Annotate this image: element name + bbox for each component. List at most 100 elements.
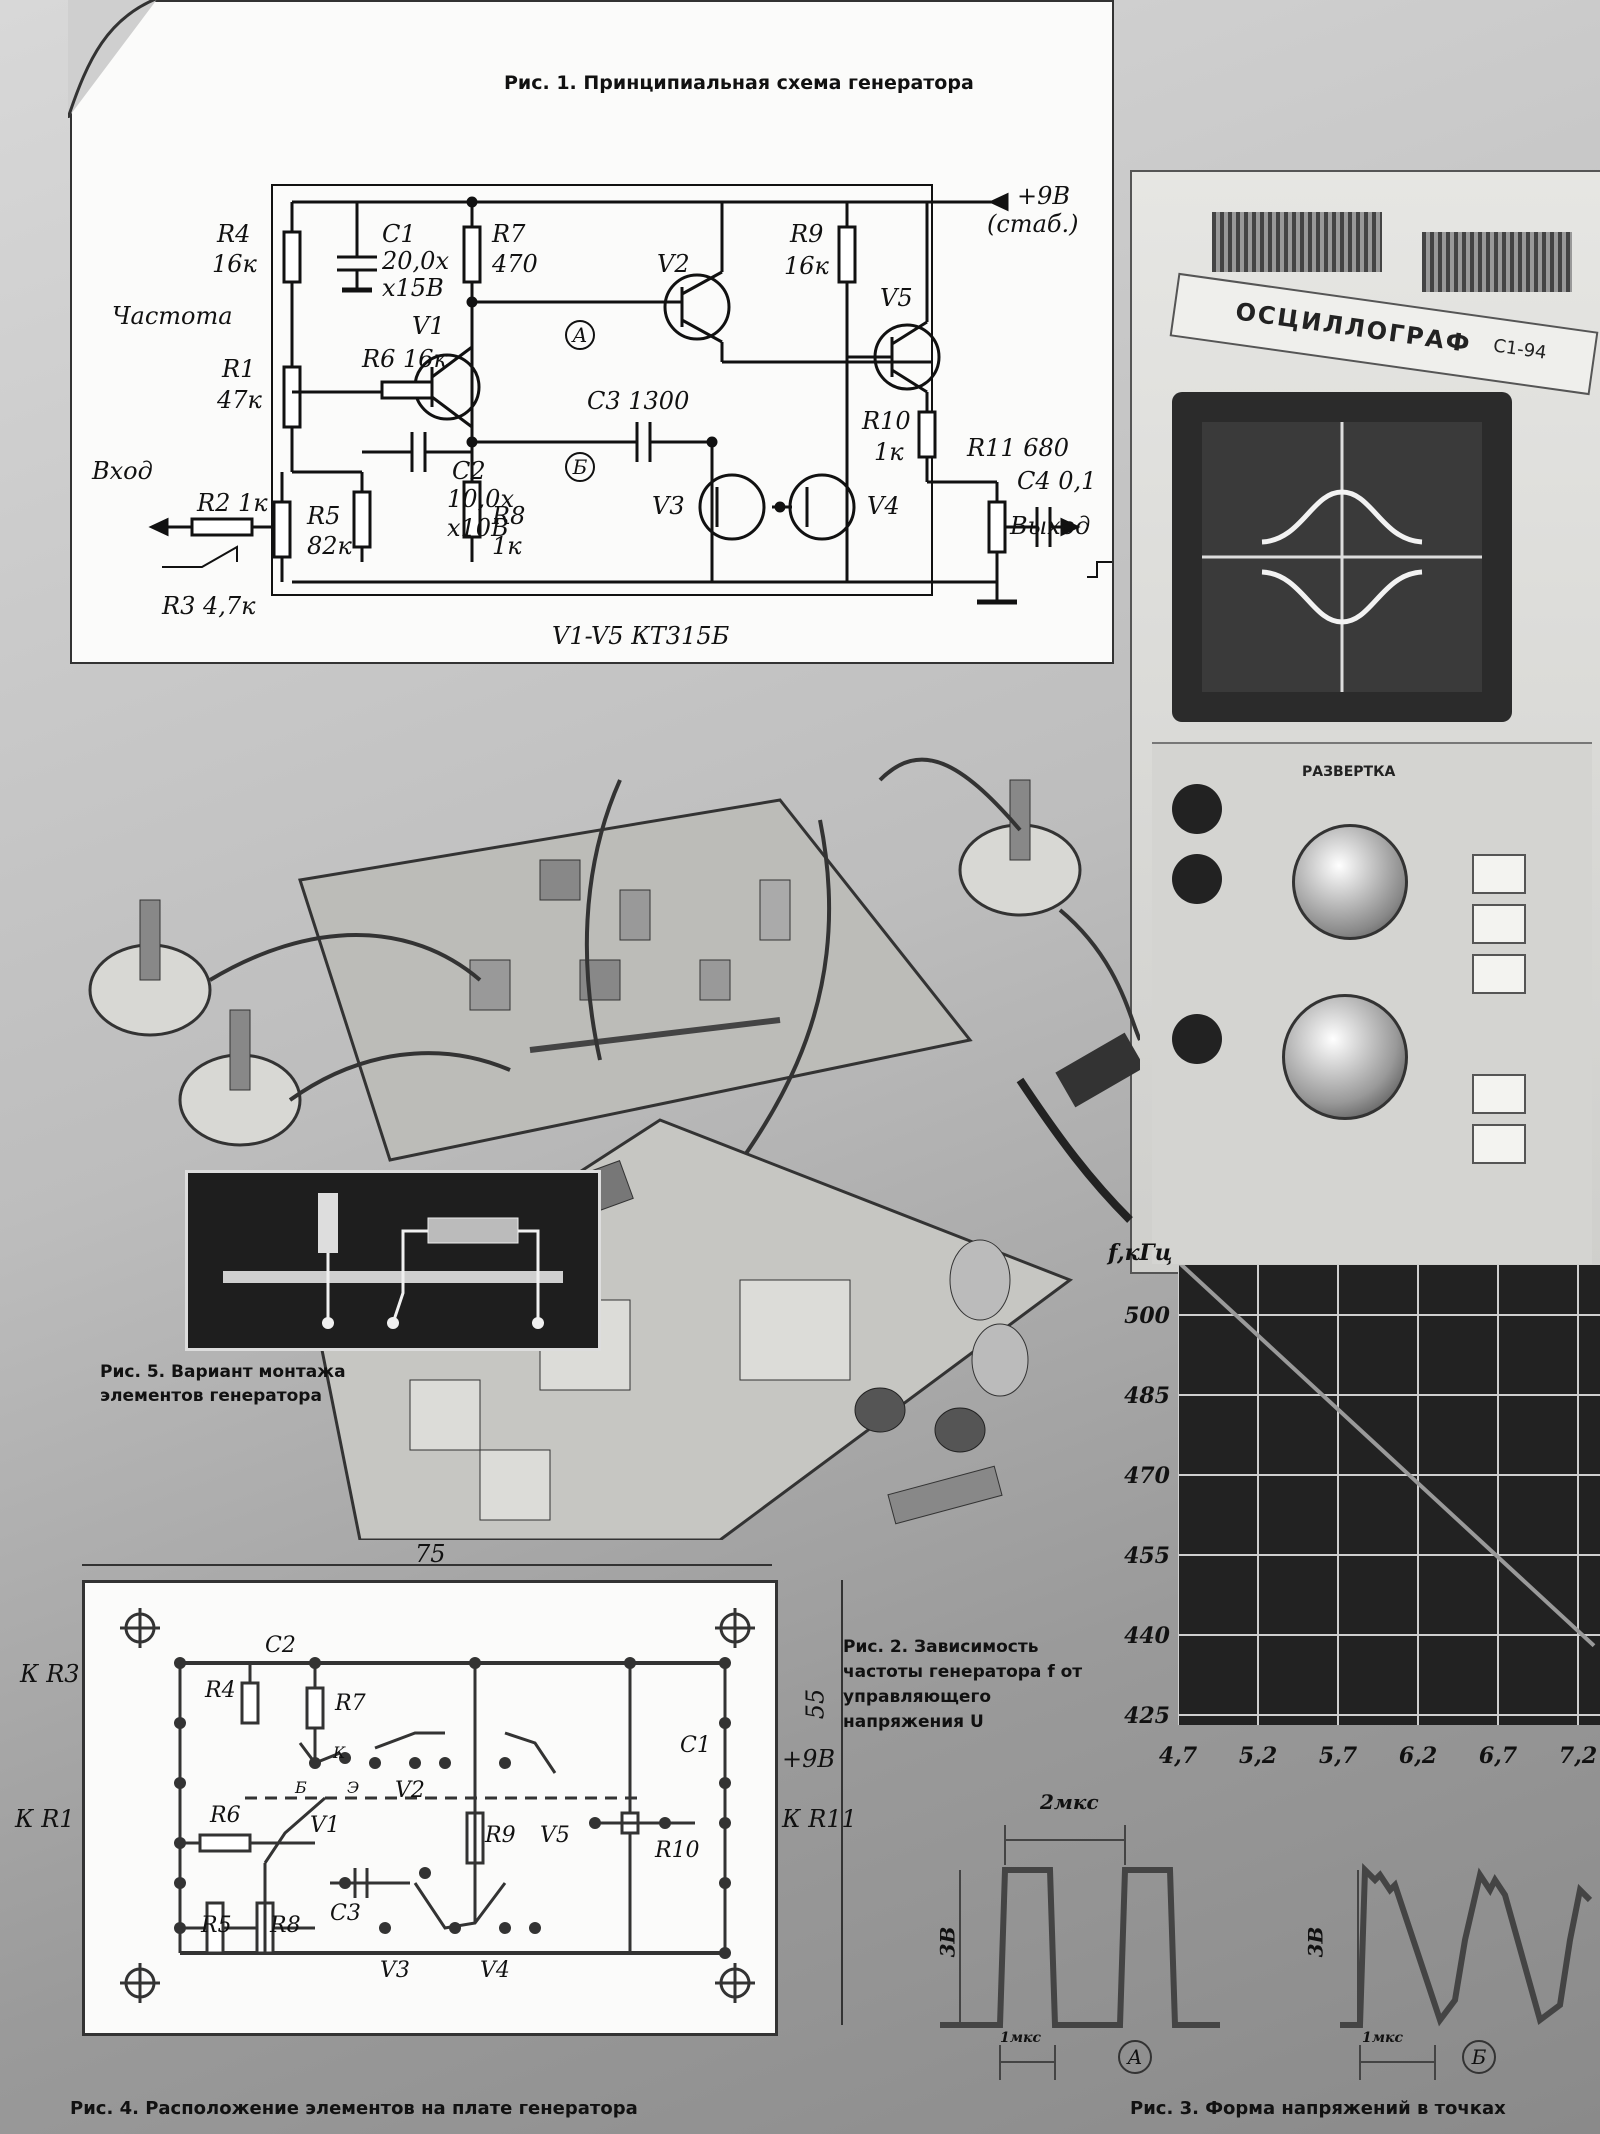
fig1-vplus: +9В (1017, 182, 1071, 210)
fig4-r7: R7 (335, 1691, 366, 1716)
fig4-r4: R4 (205, 1678, 236, 1703)
button-2[interactable] (1472, 904, 1526, 944)
fig4-c3: C3 (330, 1901, 361, 1926)
fig1-vstab: (стаб.) (987, 210, 1079, 238)
fig1-c2: C2 (452, 457, 486, 485)
fig1-v5: V5 (880, 284, 913, 312)
fig1-r10: R10 (862, 407, 911, 435)
x-tick-label: 4,7 (1159, 1743, 1198, 1769)
fig4-drawing (120, 1608, 755, 2003)
fig3-point-b: Б (1462, 2040, 1496, 2074)
page-curl (68, 0, 158, 118)
fig1-r9: R9 (790, 220, 824, 248)
fig1-r1v: 47к (217, 386, 262, 414)
knob-small-2[interactable] (1172, 854, 1222, 904)
fig1-input: Вход (92, 457, 153, 485)
fig3-width-b: 1мкс (1362, 2030, 1404, 2046)
x-tick-label: 5,2 (1239, 1743, 1277, 1769)
fig4-v3: V3 (380, 1958, 410, 1983)
fig1-r4v: 16к (212, 250, 257, 278)
fig1-v2: V2 (657, 250, 690, 278)
y-tick-label: 500 (1124, 1303, 1171, 1329)
fig1-r3: R3 4,7к (162, 592, 256, 620)
amplitude-knob[interactable] (1282, 994, 1408, 1120)
scope-sweep-label: РАЗВЕРТКА (1302, 764, 1396, 780)
fig1-r5: R5 (307, 502, 341, 530)
wires (208, 757, 1140, 1242)
button-5[interactable] (1472, 1124, 1526, 1164)
fig4-r9: R9 (485, 1823, 516, 1848)
fig4-r5: R5 (201, 1913, 232, 1938)
fig1-c2v: 10,0х (447, 485, 514, 513)
fig4-c2: C2 (265, 1633, 296, 1658)
fig4-pin-b: Б (295, 1778, 307, 1797)
fig4-v1: V1 (310, 1813, 340, 1838)
fig4-v4: V4 (480, 1958, 510, 1983)
fig4-caption: Рис. 4. Расположение элементов на плате … (70, 2098, 638, 2119)
fig1-r10v: 1к (874, 438, 904, 466)
fig4-kr1: К R1 (15, 1805, 75, 1833)
sweep-knob[interactable] (1292, 824, 1408, 940)
fig4-r6: R6 (210, 1803, 241, 1828)
fig1-r4: R4 (217, 220, 251, 248)
fig3-caption: Рис. 3. Форма напряжений в точках (1130, 2098, 1506, 2119)
y-tick-label: 470 (1124, 1463, 1171, 1489)
y-tick-label: 440 (1124, 1623, 1171, 1649)
fig1-r11: R11 680 (967, 434, 1070, 462)
fig2-ylabel: f,кГц (1108, 1240, 1173, 1266)
input-socket[interactable] (1172, 1014, 1222, 1064)
fig1-v1: V1 (412, 312, 445, 340)
x-tick-label: 6,7 (1479, 1743, 1518, 1769)
knob-small-1[interactable] (1172, 784, 1222, 834)
photo-boards (88, 757, 1140, 1540)
fig1-r7: R7 (492, 220, 526, 248)
fig5-caption: Рис. 5. Вариант монтажа элементов генера… (100, 1362, 346, 1406)
y-tick-label: 455 (1124, 1543, 1170, 1569)
fig4-plus9: +9В (782, 1745, 836, 1773)
x-tick-label: 7,2 (1559, 1743, 1597, 1769)
fig1-c2v2: х10В (447, 514, 509, 542)
fig4-pin-e: Э (347, 1778, 360, 1797)
fig1-v4: V4 (867, 492, 900, 520)
fig4-r8: R8 (270, 1913, 301, 1938)
button-1[interactable] (1472, 854, 1526, 894)
fig4-v2: V2 (395, 1778, 425, 1803)
fig1-r5v: 82к (307, 532, 352, 560)
scope-brand: ОСЦИЛЛОГРАФ (1233, 297, 1474, 359)
fig1-c1v2: х15В (382, 274, 444, 302)
button-3[interactable] (1472, 954, 1526, 994)
oscilloscope: ОСЦИЛЛОГРАФ С1-94 РАЗВЕРТКА (1130, 170, 1600, 1274)
fig1-r1: R1 (222, 355, 256, 383)
button-4[interactable] (1472, 1074, 1526, 1114)
y-tick-label: 425 (1124, 1703, 1170, 1729)
fig1-transistors: V1-V5 КТ315Б (552, 622, 730, 650)
series-line-0 (1176, 1260, 1596, 1648)
potentiometers (88, 779, 1082, 1147)
scope-model: С1-94 (1491, 335, 1548, 364)
fig4-kr3: К R3 (20, 1660, 80, 1688)
fig1-output: Выход (1010, 512, 1091, 540)
fig3-amp-b: 3В (1303, 1926, 1328, 1958)
scope-top-vent-2 (1422, 232, 1572, 292)
fig4-r10: R10 (655, 1838, 700, 1863)
fig1-freq: Частота (112, 302, 233, 330)
fig3-point-a: А (1118, 2040, 1152, 2074)
fig1-point-b: Б (565, 452, 595, 482)
fig2-plot (1176, 1234, 1600, 1725)
fig1-r8: R8 (492, 502, 526, 530)
fig1-c1v: 20,0х (382, 247, 449, 275)
fig2-caption: Рис. 2. Зависимость частоты генератора f… (843, 1637, 1083, 1732)
fig1-v3: V3 (652, 492, 685, 520)
fig4-dim-w: 75 (415, 1540, 446, 1568)
scope-screen (1202, 422, 1482, 692)
scope-control-panel: РАЗВЕРТКА (1152, 742, 1592, 1264)
fig1-schematic (148, 184, 1112, 605)
fig2-chart (1176, 1234, 1600, 1725)
fig1-r9v: 16к (784, 252, 829, 280)
mount-holes (120, 1608, 755, 2003)
y-tick-label: 485 (1124, 1383, 1170, 1409)
fig1-c4: C4 0,1 (1017, 467, 1097, 495)
fig3-amp-a: 3В (935, 1926, 960, 1958)
fig1-sheet: Рис. 1. Принципиальная схема генератора (68, 0, 1114, 664)
